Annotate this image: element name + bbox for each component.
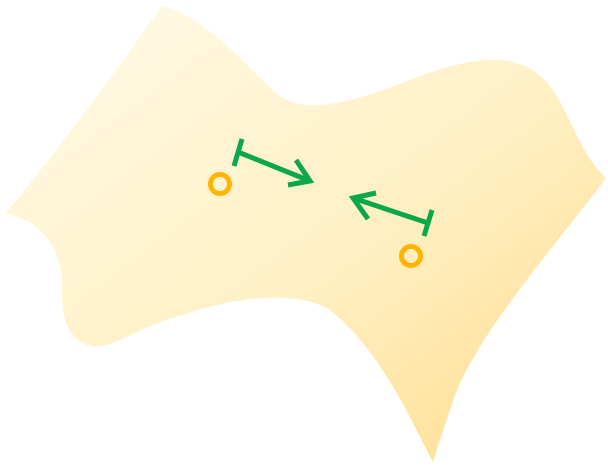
warped-sheet-shape bbox=[5, 6, 606, 462]
